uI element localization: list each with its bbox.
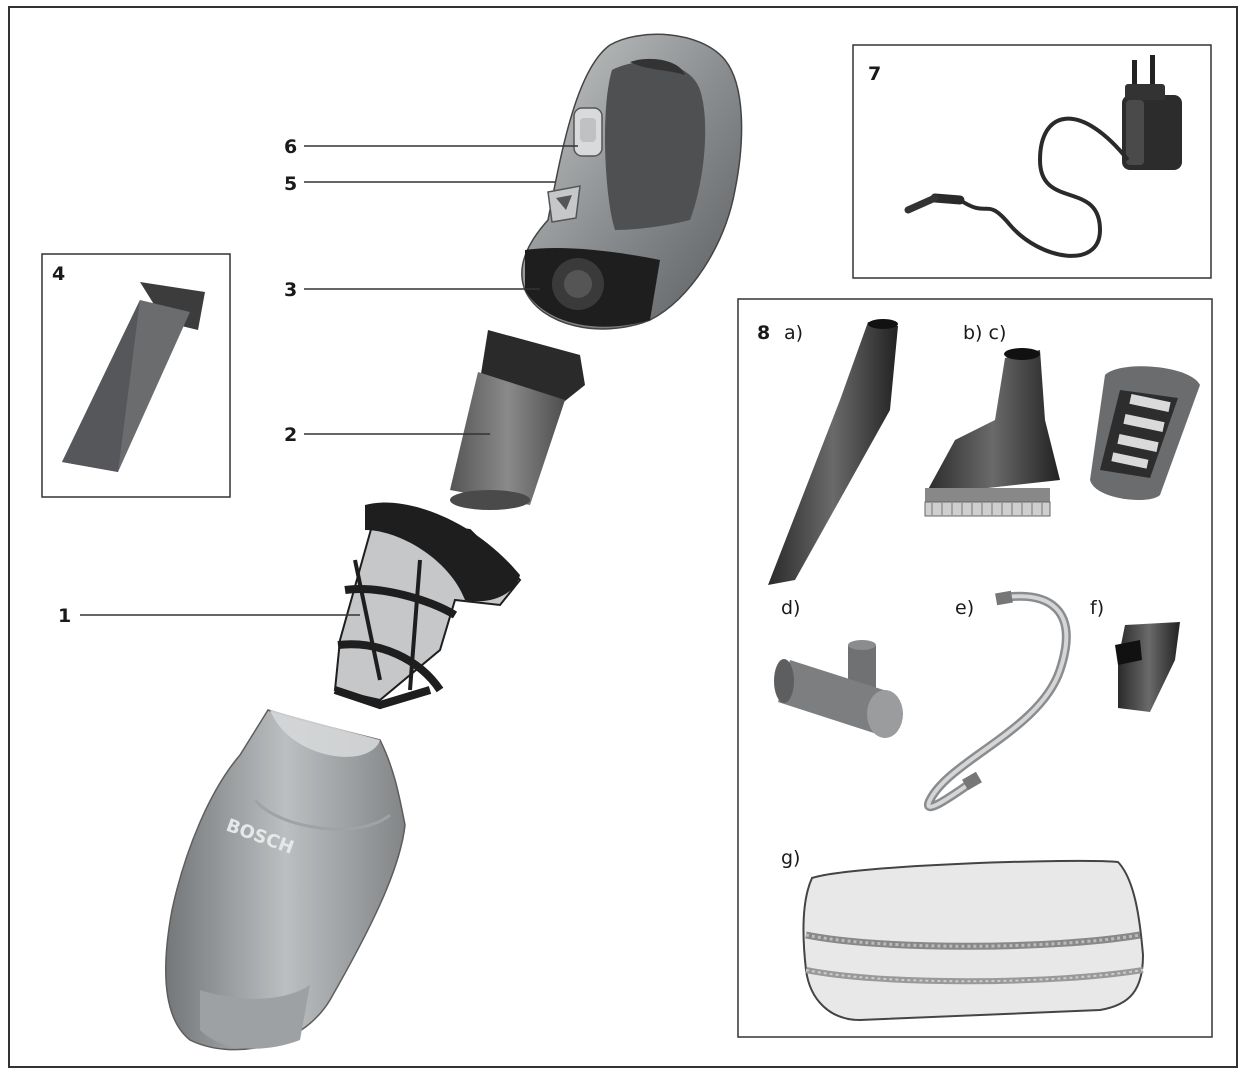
label-f: f) [1090, 597, 1104, 619]
label-d: d) [781, 597, 800, 619]
fine-filter-2 [450, 330, 585, 510]
label-5: 5 [284, 173, 297, 195]
box-7 [852, 44, 1212, 279]
switch-6 [573, 107, 603, 157]
upholstery-nozzle-b [924, 348, 1060, 517]
filter-c [1090, 366, 1200, 500]
label-2: 2 [284, 424, 297, 446]
charger-7 [904, 55, 1182, 258]
box-4 [41, 253, 231, 498]
release-button-5 [547, 185, 581, 223]
motor-unit-3 [521, 33, 743, 330]
dust-container: BOSCH [165, 709, 406, 1051]
label-7: 7 [868, 63, 881, 85]
label-g: g) [781, 847, 800, 869]
box-8 [737, 298, 1213, 1038]
diagram-frame [8, 6, 1238, 1068]
crevice-nozzle-4 [62, 282, 205, 472]
label-3: 3 [284, 279, 297, 301]
label-6: 6 [284, 136, 297, 158]
filter-unit-1 [333, 502, 522, 710]
hose-e [923, 590, 1071, 812]
label-1: 1 [58, 605, 71, 627]
label-bc: b) c) [963, 322, 1006, 344]
adapter-f [1115, 622, 1180, 712]
label-a: a) [784, 322, 803, 344]
label-8: 8 [757, 322, 770, 344]
t-nozzle-d [774, 640, 903, 738]
leader-lines [80, 145, 578, 616]
crevice-tool-a [768, 319, 898, 585]
label-4: 4 [52, 263, 65, 285]
storage-bag-g [802, 859, 1145, 1022]
label-e: e) [955, 597, 974, 619]
